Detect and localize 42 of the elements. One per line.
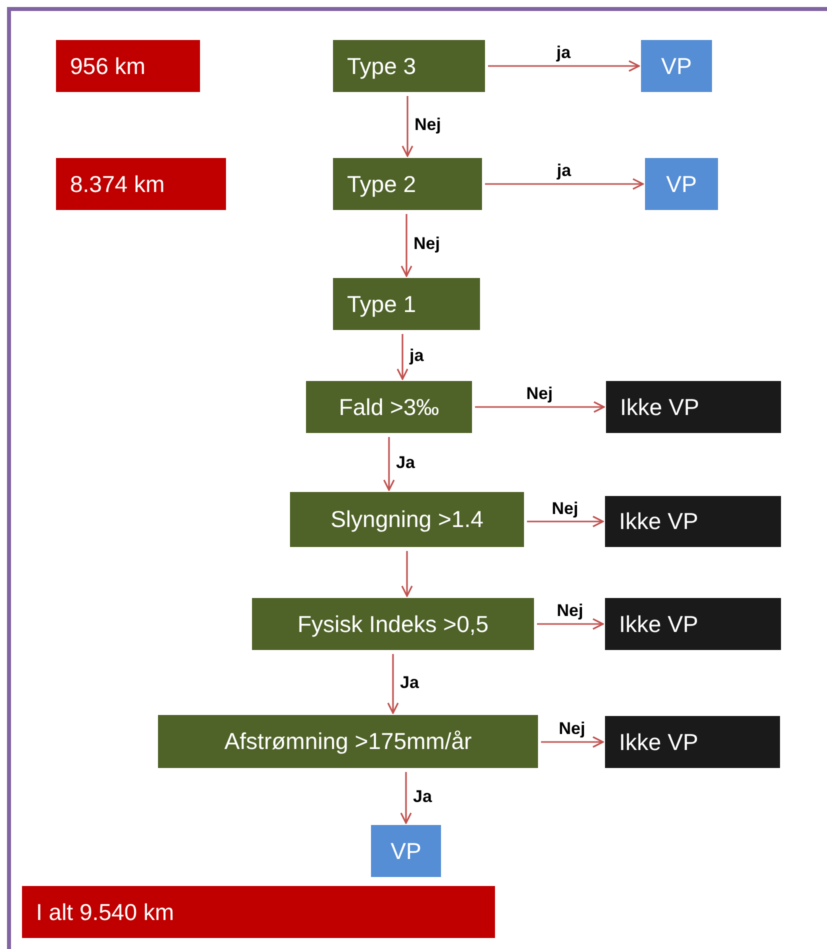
arrow [475, 401, 605, 413]
edge-label: Nej [525, 385, 554, 403]
edge-label: Nej [550, 500, 580, 518]
edge-label: Nej [556, 602, 584, 620]
result-box: Ikke VP [605, 598, 781, 650]
total-box: I alt 9.540 km [22, 886, 495, 938]
edge-label: Nej [558, 720, 586, 738]
edge-label: ja [408, 346, 425, 364]
result-box: VP [645, 158, 718, 210]
process-box: Afstrømning >175mm/år [158, 715, 538, 768]
arrow [402, 96, 414, 157]
arrow [383, 437, 395, 491]
process-box: Slyngning >1.4 [290, 492, 524, 547]
process-box: Type 3 [333, 40, 485, 92]
edge-label: Ja [412, 788, 433, 806]
result-box: Ikke VP [606, 381, 781, 433]
arrow [541, 736, 604, 748]
arrow [401, 551, 413, 597]
edge-label: ja [555, 44, 572, 62]
edge-label: ja [556, 162, 572, 180]
process-box: Type 2 [333, 158, 482, 210]
process-box: Type 1 [333, 278, 480, 330]
edge-label: Ja [395, 454, 416, 472]
total-box: 8.374 km [56, 158, 226, 210]
arrow [537, 618, 604, 630]
result-box: Ikke VP [605, 716, 780, 768]
result-box: VP [641, 40, 712, 92]
arrow [400, 772, 412, 824]
arrow [488, 60, 640, 72]
process-box: Fysisk Indeks >0,5 [252, 598, 534, 650]
total-box: 956 km [56, 40, 200, 92]
process-box: Fald >3‰ [306, 381, 472, 433]
arrow [485, 178, 644, 190]
arrow [387, 654, 399, 714]
result-box: Ikke VP [605, 496, 781, 547]
result-box: VP [371, 825, 441, 877]
edge-label: Nej [414, 116, 442, 134]
arrow [527, 516, 604, 528]
edge-label: Nej [412, 235, 441, 253]
arrow [396, 334, 408, 380]
edge-label: Ja [399, 674, 420, 692]
arrow [400, 214, 412, 277]
